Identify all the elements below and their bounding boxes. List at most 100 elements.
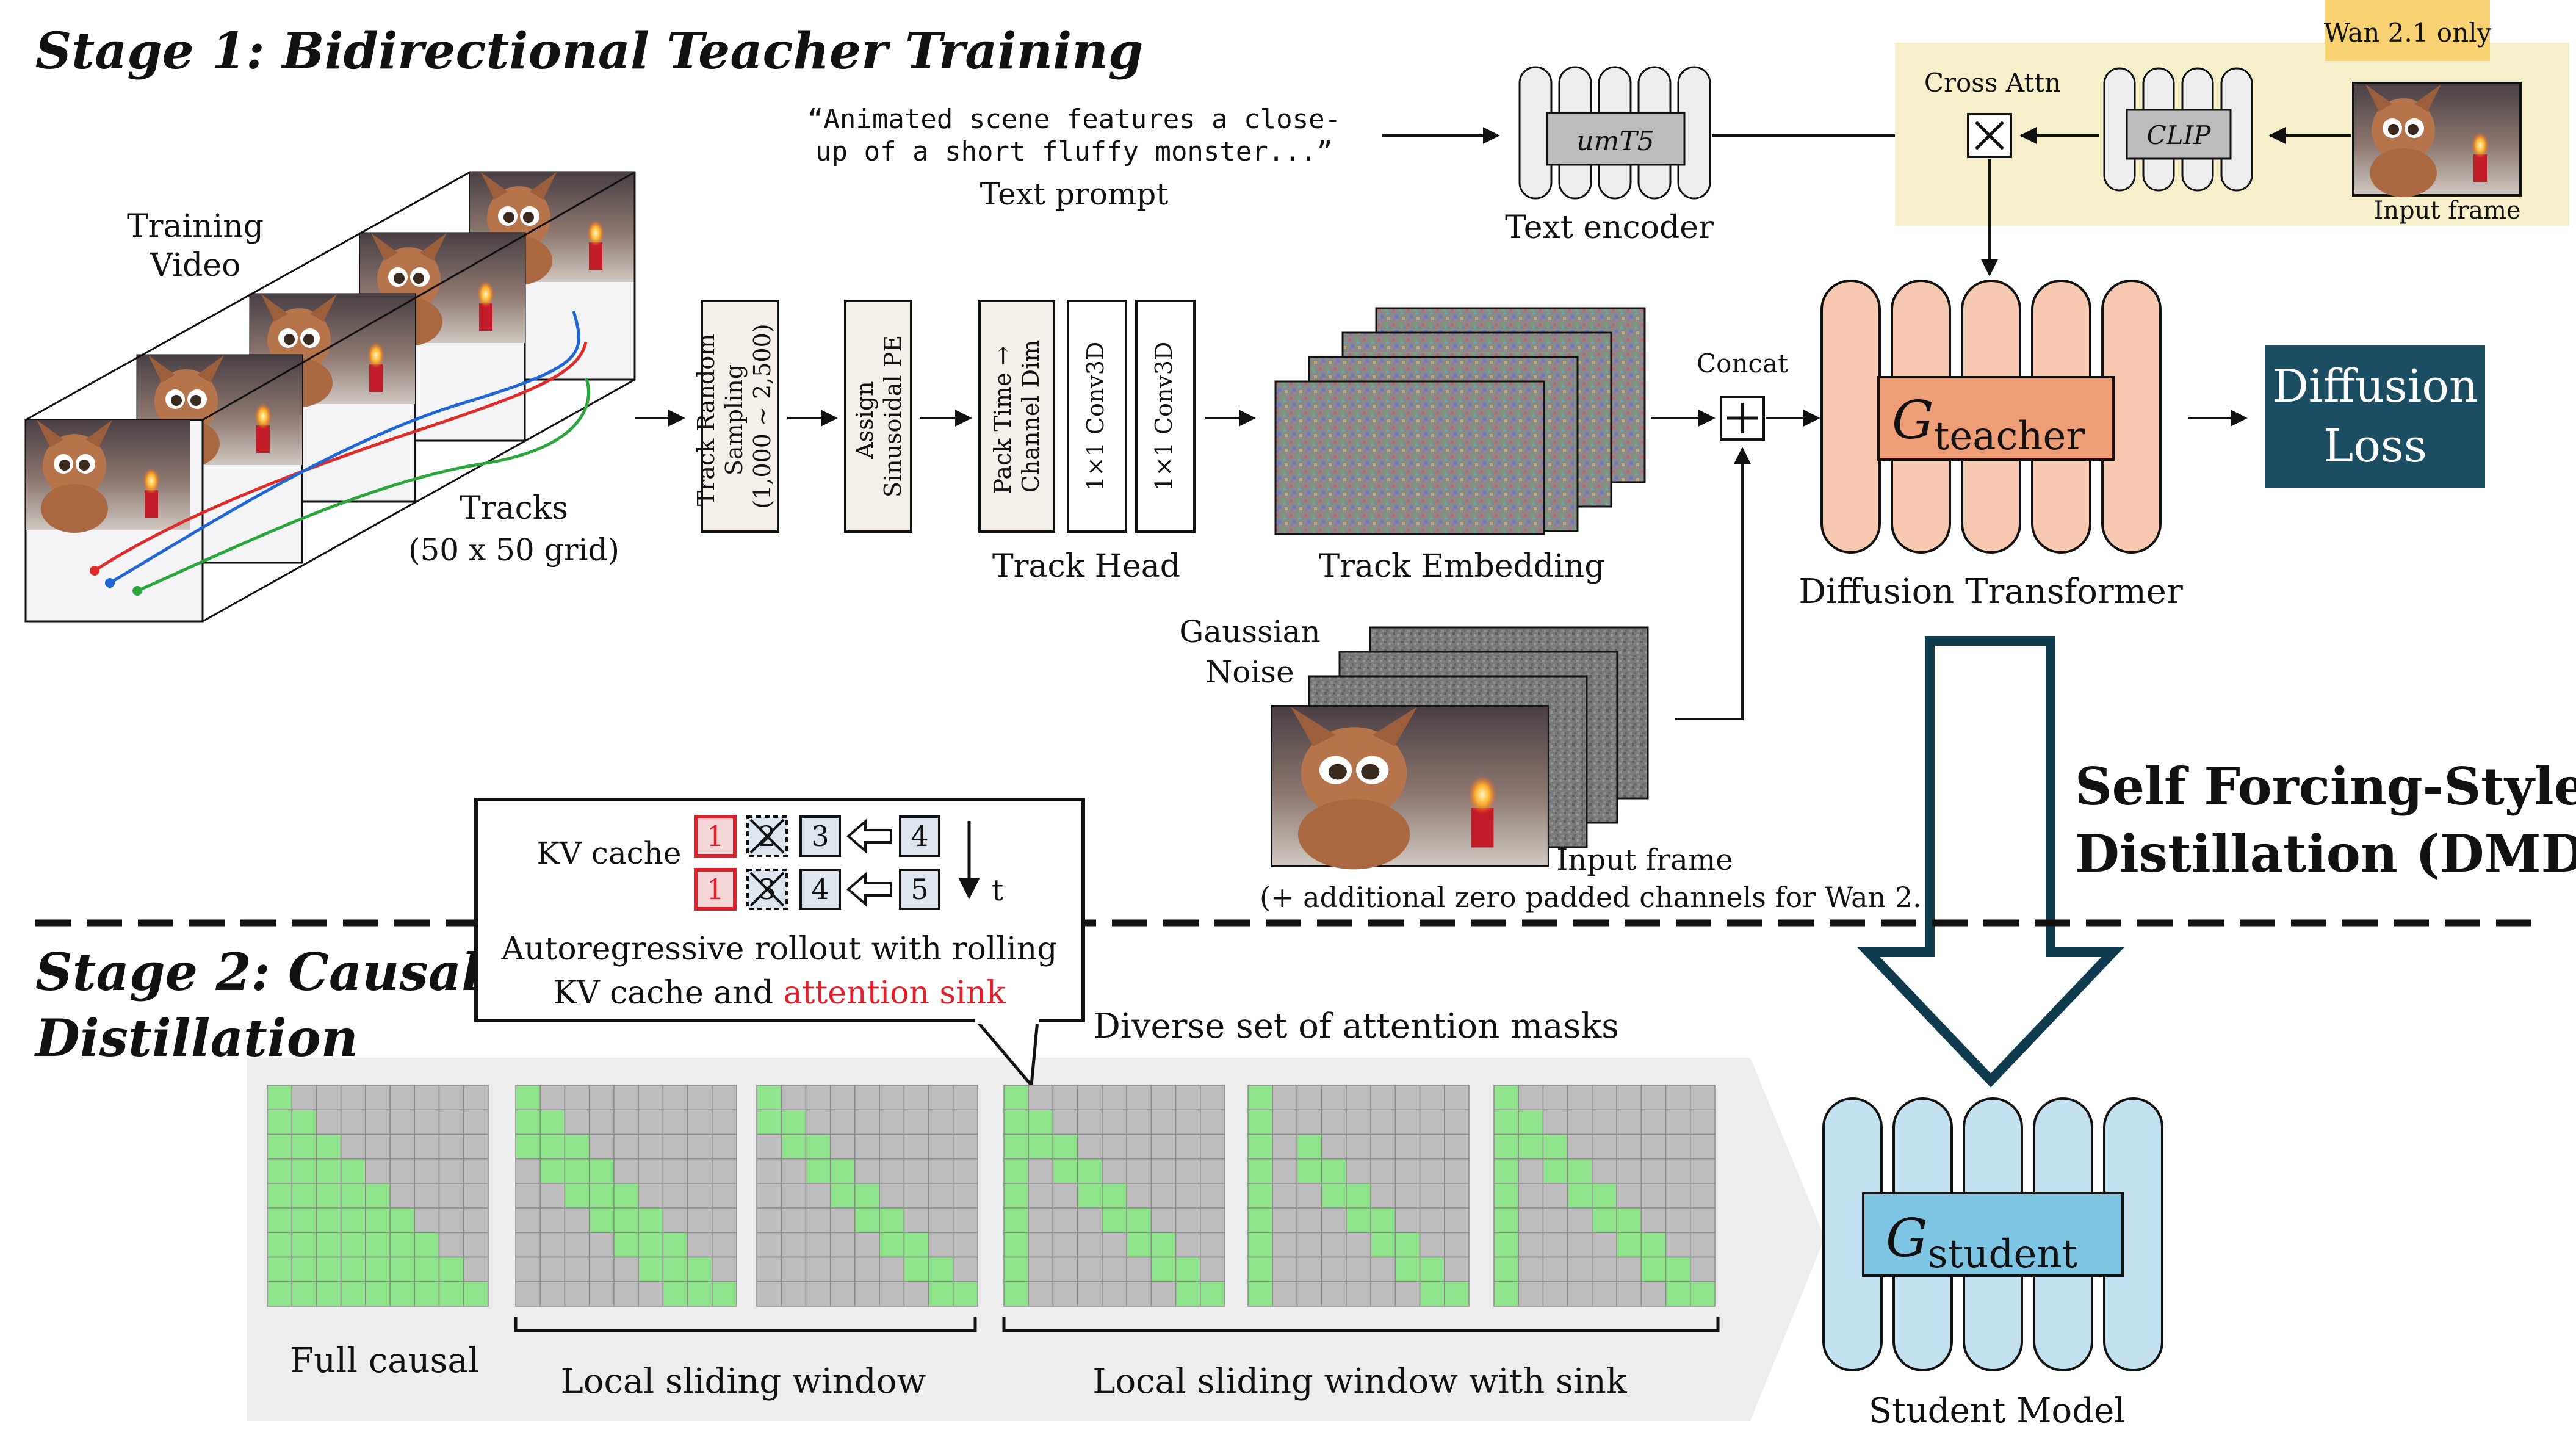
conv3d-block-2: [1135, 300, 1196, 533]
mask-cell: [515, 1183, 541, 1209]
mask-cell: [1346, 1109, 1371, 1135]
mask-cell: [1126, 1133, 1152, 1160]
mask-cell: [1296, 1256, 1322, 1282]
mask-cell: [1028, 1232, 1054, 1258]
mask-cell: [389, 1256, 416, 1282]
mask-cell: [1321, 1256, 1347, 1282]
mask-cell: [879, 1232, 905, 1258]
mask-cell: [1640, 1183, 1667, 1209]
mask-cell: [1640, 1133, 1667, 1160]
mask-cell: [316, 1109, 342, 1135]
mask-cell: [539, 1232, 566, 1258]
mask-cell: [515, 1207, 541, 1234]
mask-cell: [1518, 1183, 1544, 1209]
mask-cell: [389, 1133, 416, 1160]
mask-cell: [1296, 1133, 1322, 1160]
mask-cell: [712, 1256, 737, 1282]
mask-cell: [1028, 1183, 1054, 1209]
mask-cell: [1126, 1281, 1152, 1307]
mask-cell: [1542, 1183, 1568, 1209]
mask-cell: [1616, 1085, 1642, 1110]
mask-cell: [829, 1109, 856, 1135]
mask-cell: [1493, 1085, 1519, 1110]
mask-cell: [291, 1207, 317, 1234]
mask-cell: [854, 1281, 880, 1307]
mask-cell: [316, 1207, 342, 1234]
mask-cell: [1175, 1085, 1201, 1110]
mask-cell: [291, 1133, 317, 1160]
kv-row-2: 1 3 4 5: [694, 868, 940, 911]
mask-cell: [1518, 1109, 1544, 1135]
mask-cell: [1028, 1109, 1054, 1135]
attention-mask-grid: [1493, 1085, 1716, 1307]
mask-cell: [1665, 1207, 1691, 1234]
mask-cell: [1296, 1158, 1322, 1184]
mask-cell: [1444, 1281, 1470, 1307]
mask-cell: [340, 1085, 366, 1110]
mask-cell: [1175, 1133, 1201, 1160]
mask-cell: [1346, 1232, 1371, 1258]
mask-cell: [638, 1256, 664, 1282]
mask-cell: [1690, 1158, 1716, 1184]
mask-cell: [463, 1281, 489, 1307]
mask-cell: [515, 1281, 541, 1307]
mask-cell: [539, 1158, 566, 1184]
mask-cell: [1102, 1158, 1127, 1184]
mask-cell: [1493, 1109, 1519, 1135]
assign-pe-text-line1: Assign: [851, 381, 878, 459]
mask-cell: [687, 1183, 713, 1209]
mask-cell: [687, 1256, 713, 1282]
mask-cell: [805, 1207, 831, 1234]
mask-cell: [1126, 1085, 1152, 1110]
mask-cell: [1616, 1207, 1642, 1234]
mask-cell: [1567, 1109, 1593, 1135]
mask-cell: [1272, 1256, 1298, 1282]
mask-cell: [1640, 1158, 1667, 1184]
mask-cell: [1175, 1109, 1201, 1135]
mask-cell: [365, 1109, 391, 1135]
gaussian-noise-line1: Gaussian: [1179, 614, 1320, 649]
mask-cell: [613, 1109, 639, 1135]
mask-cell: [1690, 1109, 1716, 1135]
mask-cell: [1444, 1109, 1470, 1135]
mask-cell: [1518, 1085, 1544, 1110]
mask-cell: [613, 1133, 639, 1160]
mask-cell: [1444, 1232, 1470, 1258]
mask-cell: [928, 1281, 954, 1307]
mask-cell: [928, 1133, 954, 1160]
conv3d-text-1: 1×1 Conv3D: [1082, 342, 1109, 491]
mask-cell: [1370, 1109, 1396, 1135]
mask-cell: [903, 1158, 929, 1184]
teacher-symbol: Gteacher: [1892, 390, 2085, 459]
mask-cell: [854, 1133, 880, 1160]
mask-cell: [756, 1183, 782, 1209]
mask-cell: [1542, 1109, 1568, 1135]
mask-cell: [829, 1256, 856, 1282]
attention-mask-grid: [515, 1085, 737, 1307]
mask-cell: [365, 1207, 391, 1234]
rollout-line2: KV cache and attention sink: [553, 975, 1006, 1011]
mask-cell: [1102, 1085, 1127, 1110]
mask-cell: [1247, 1183, 1273, 1209]
mask-cell: [1567, 1183, 1593, 1209]
attention-mask-grid: [756, 1085, 978, 1307]
distill-line1: Self Forcing-Style: [2075, 756, 2576, 817]
mask-cell: [438, 1207, 464, 1234]
mask-cell: [316, 1158, 342, 1184]
training-video-label-line1: Training: [127, 208, 264, 245]
mask-cell: [613, 1232, 639, 1258]
tracks-label-line1: Tracks: [460, 490, 568, 527]
mask-cell: [638, 1158, 664, 1184]
mask-cell: [953, 1256, 978, 1282]
mask-cell: [564, 1183, 590, 1209]
mask-cell: [903, 1109, 929, 1135]
mask-cell: [1370, 1281, 1396, 1307]
bracket-local-window-sink: [1002, 1317, 1720, 1332]
mask-cell: [879, 1109, 905, 1135]
mask-cell: [903, 1183, 929, 1209]
pack-time-block: [978, 300, 1055, 533]
input-frame-caption: Input frame: [1556, 843, 1733, 877]
mask-cell: [903, 1133, 929, 1160]
mask-cell: [879, 1207, 905, 1234]
track-head: Track Random Sampling (1,000 ~ 2,500) As…: [693, 300, 1196, 533]
